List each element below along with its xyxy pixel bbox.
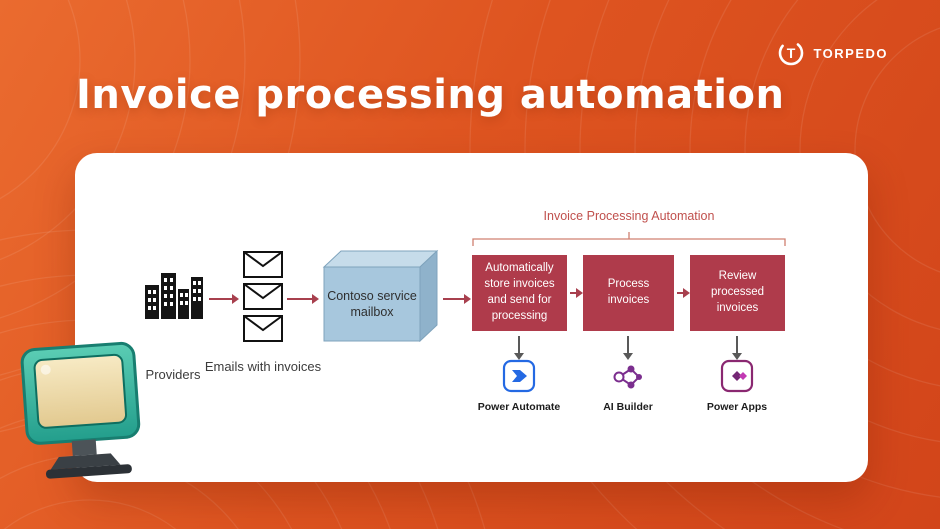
mailbox-label: Contoso service mailbox [327,288,417,319]
computer-monitor-illustration [15,338,157,494]
arrow-step3-to-tool [732,336,742,360]
step-box-store-invoices: Automatically store invoices and send fo… [472,255,567,331]
power-automate-icon [502,359,536,393]
arrow-step1-to-tool [514,336,524,360]
svg-text:T: T [787,45,796,61]
arrow-step1-to-step2 [570,288,583,298]
email-envelopes [243,251,283,342]
envelope-icon [243,251,283,278]
page-title: Invoice processing automation [76,72,785,118]
arrow-providers-to-emails [209,294,239,304]
ai-builder-icon [613,365,642,389]
logo-wordmark: TORPEDO [813,45,888,61]
diagram-card: Providers Emails with invoices [75,153,868,482]
mailbox-cube [322,249,439,342]
arrow-mailbox-to-automation [443,294,471,304]
torpedo-logo: T TORPEDO [776,38,888,68]
arrow-emails-to-mailbox [287,294,319,304]
power-automate-label: Power Automate [477,401,561,413]
power-apps-label: Power Apps [706,401,768,413]
torpedo-logo-icon: T [779,40,804,66]
step-box-process-invoices: Process invoices [583,255,674,331]
power-apps-icon [720,359,754,393]
automation-section-label: Invoice Processing Automation [543,209,715,223]
automation-section-bracket [472,232,786,246]
arrow-step2-to-step3 [677,288,690,298]
emails-label: Emails with invoices [204,359,322,374]
providers-label: Providers [145,367,201,382]
envelope-icon [243,315,283,342]
arrow-step2-to-tool [623,336,633,360]
providers-buildings-icon [145,273,203,319]
step-box-review-invoices: Review processed invoices [690,255,785,331]
envelope-icon [243,283,283,310]
ai-builder-label: AI Builder [603,401,653,413]
